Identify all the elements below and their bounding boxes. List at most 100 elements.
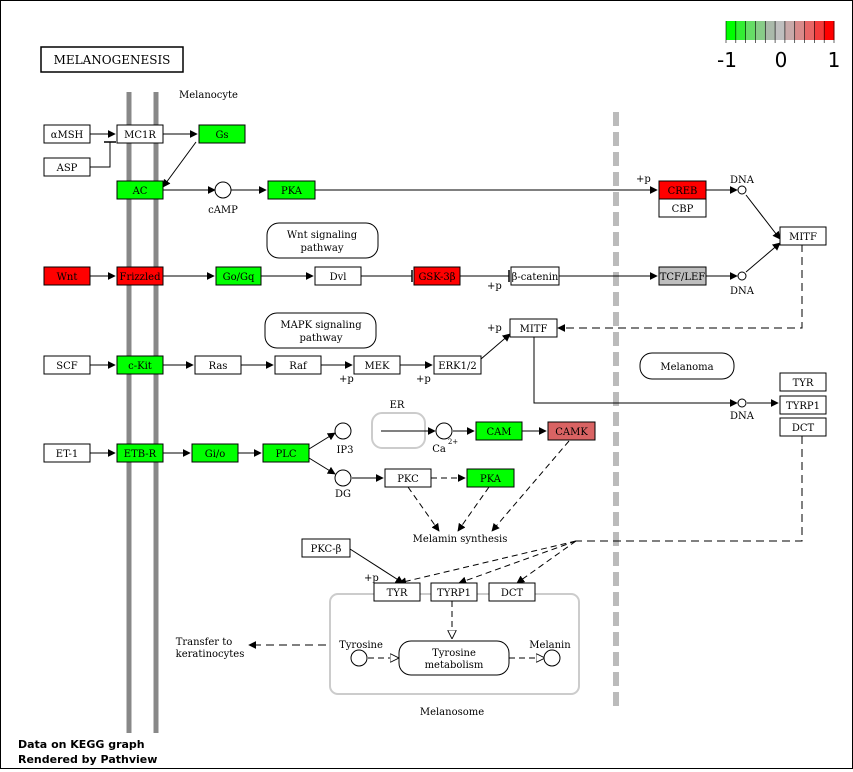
gene-box[interactable] [43,157,91,177]
gene-node-ras[interactable]: Ras [194,355,242,375]
gene-box[interactable] [43,266,91,286]
gene-box[interactable] [267,180,316,200]
gene-box[interactable] [262,443,310,463]
gene-node-erk[interactable]: ERK1/2 [433,355,482,375]
gene-node-pkc[interactable]: PKC [384,468,432,488]
gene-box[interactable] [658,198,707,218]
ip3-compound[interactable] [334,422,352,440]
tyrosine-metabolism-box[interactable] [398,640,510,676]
gene-node-dct_r[interactable]: DCT [779,417,827,437]
edge-dna2-mitf [745,242,781,273]
gene-box[interactable] [116,266,164,286]
tyrosine-metabolism-line2: metabolism [425,660,484,671]
gene-box[interactable] [274,355,322,375]
gene-box[interactable] [488,582,536,602]
gene-box[interactable] [43,124,91,144]
gene-box[interactable] [116,180,164,200]
gene-box[interactable] [215,266,262,286]
gene-node-amsh[interactable]: αMSH [43,124,91,144]
gene-box[interactable] [314,266,362,286]
gene-node-etbr[interactable]: ETB-R [116,443,164,463]
gene-label: GSK-3β [418,272,455,283]
gene-node-ckit[interactable]: c-Kit [116,355,164,375]
gene-box[interactable] [301,538,351,558]
gene-label: PKC-β [311,544,342,555]
gene-node-scf[interactable]: SCF [43,355,91,375]
gene-node-raf[interactable]: Raf [274,355,322,375]
gene-box[interactable] [373,582,421,602]
dna-compound-1[interactable] [737,185,747,195]
gene-box[interactable] [433,355,482,375]
mapk-pathway-line2: pathway [300,333,343,344]
gene-box[interactable] [466,468,515,488]
gene-box[interactable] [779,417,827,437]
gene-box[interactable] [191,443,239,463]
tyrosine-compound[interactable] [350,649,368,667]
dg-compound[interactable] [334,469,352,487]
gene-box[interactable] [779,226,827,246]
gene-node-pka2[interactable]: PKA [466,468,515,488]
gene-node-frizzled[interactable]: Frizzled [116,266,164,286]
gene-node-mitf1[interactable]: MITF [779,226,827,246]
gene-box[interactable] [430,582,478,602]
gene-label: DCT [501,588,524,599]
gene-node-gio[interactable]: Gi/o [191,443,239,463]
gene-node-gsk3b[interactable]: GSK-3β [413,266,461,286]
gene-node-dvl[interactable]: Dvl [314,266,362,286]
gene-node-mek[interactable]: MEK [353,355,401,375]
gene-node-ac[interactable]: AC [116,180,164,200]
gene-node-creb[interactable]: CREB [658,180,707,200]
gene-box[interactable] [384,468,432,488]
dna-compound-2[interactable] [737,271,747,281]
dna-compound-3[interactable] [737,398,747,408]
gene-node-gs[interactable]: Gs [198,124,246,144]
gene-box[interactable] [547,421,596,441]
gene-box[interactable] [779,395,827,415]
gene-node-plc[interactable]: PLC [262,443,310,463]
gene-box[interactable] [353,355,401,375]
gene-node-cbp[interactable]: CBP [658,198,707,218]
wnt-pathway-line2: pathway [301,243,344,254]
gene-node-tyr_r[interactable]: TYR [779,372,827,392]
gene-node-tyr[interactable]: TYR [373,582,421,602]
gene-node-dct[interactable]: DCT [488,582,536,602]
gene-node-tyrp1[interactable]: TYRP1 [430,582,478,602]
gene-node-et1[interactable]: ET-1 [43,443,91,463]
gene-box[interactable] [475,421,523,441]
gene-box[interactable] [194,355,242,375]
gene-box[interactable] [658,266,707,286]
ca-compound[interactable] [435,422,453,440]
gene-node-gogq[interactable]: Go/Gq [215,266,262,286]
camp-compound[interactable] [214,181,232,199]
melanin-compound[interactable] [543,649,561,667]
gene-node-wnt[interactable]: Wnt [43,266,91,286]
gene-node-mc1r[interactable]: MC1R [116,124,164,144]
phospho-creb: +p [636,174,651,185]
gene-label: CAM [486,427,511,438]
gene-box[interactable] [116,443,164,463]
gene-box[interactable] [510,266,560,286]
gene-box[interactable] [198,124,246,144]
melanosome-label: Melanosome [420,707,484,718]
gene-node-pkcb[interactable]: PKC-β [301,538,351,558]
gene-box[interactable] [43,443,91,463]
gene-box[interactable] [116,355,164,375]
gene-box[interactable] [43,355,91,375]
gene-box[interactable] [779,372,827,392]
ip3-label: IP3 [336,445,353,456]
gene-node-mitf2[interactable]: MITF [509,318,558,338]
gene-box[interactable] [413,266,461,286]
gene-box[interactable] [116,124,164,144]
gene-node-tcflef[interactable]: TCF/LEF [658,266,707,286]
edge-mitf-dna3 [533,337,738,407]
gene-node-camk[interactable]: CAMK [547,421,596,441]
gene-box[interactable] [509,318,558,338]
melanoma-label: Melanoma [660,362,713,373]
gene-node-cam[interactable]: CAM [475,421,523,441]
gene-node-tyrp1_r[interactable]: TYRP1 [779,395,827,415]
gene-node-pka1[interactable]: PKA [267,180,316,200]
gene-node-bcatenin[interactable]: β-catenin [510,266,560,286]
gene-node-asp[interactable]: ASP [43,157,91,177]
edge-dct-branch-tyr [398,540,577,586]
ca-superscript: 2+ [448,438,458,446]
